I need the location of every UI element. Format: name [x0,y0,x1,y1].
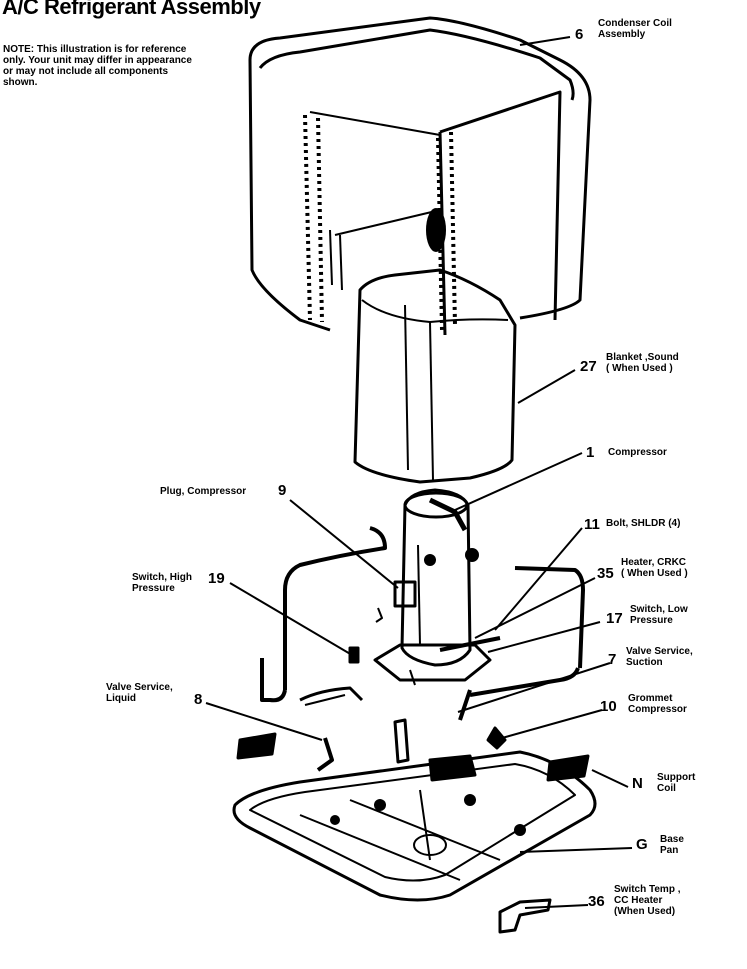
callout-27-label: Blanket ,Sound ( When Used ) [606,352,679,374]
compressor-mount-plate [373,643,492,686]
leader-lines [205,36,633,909]
callout-10-label: Grommet Compressor [628,693,687,715]
callout-19-label: Switch, High Pressure [132,572,192,594]
service-valve-liquid [299,686,364,772]
callout-6-label: Condenser Coil Assembly [598,18,672,40]
callout-9-number: 9 [278,482,287,499]
compressor-plug [375,580,417,623]
callout-6-number: 6 [575,26,584,43]
callout-9-label: Plug, Compressor [160,486,247,497]
compressor [400,488,479,667]
callout-35-number: 35 [597,565,614,582]
callout-7-label: Valve Service, Suction [626,646,693,668]
callout-g-number: G [636,836,648,853]
callout-17-label: Switch, Low Pressure [630,604,688,626]
callout-36-label: Switch Temp , CC Heater (When Used) [614,884,681,917]
callout-8-label: Valve Service, Liquid [106,682,173,704]
callout-11-label: Bolt, SHLDR (4) [606,518,681,529]
page-title: A/C Refrigerant Assembly [2,0,261,19]
high-pressure-switch [348,646,360,664]
refrigerant-tubing [260,526,585,721]
callout-1-number: 1 [586,444,595,461]
base-pan [232,718,597,902]
callout-10-number: 10 [600,698,617,715]
callout-8-number: 8 [194,691,203,708]
callout-n-number: N [632,775,643,792]
callout-11-number: 11 [584,516,600,533]
sound-blanket [353,268,517,484]
callout-g-label: Base Pan [660,834,684,856]
callout-27-number: 27 [580,358,597,375]
support-coil-pads [236,732,590,782]
callout-n-label: Support Coil [657,772,696,794]
callout-19-number: 19 [208,570,225,587]
callout-17-number: 17 [606,610,623,627]
callout-35-label: Heater, CRKC ( When Used ) [621,557,688,579]
compressor-grommet [486,726,507,750]
callout-7-number: 7 [608,651,617,668]
cc-heater-temp-switch [498,898,552,934]
note-text: NOTE: This illustration is for reference… [3,44,192,88]
callout-1-label: Compressor [608,447,667,458]
condenser-coil-assembly [248,16,592,336]
callout-36-number: 36 [588,893,605,910]
